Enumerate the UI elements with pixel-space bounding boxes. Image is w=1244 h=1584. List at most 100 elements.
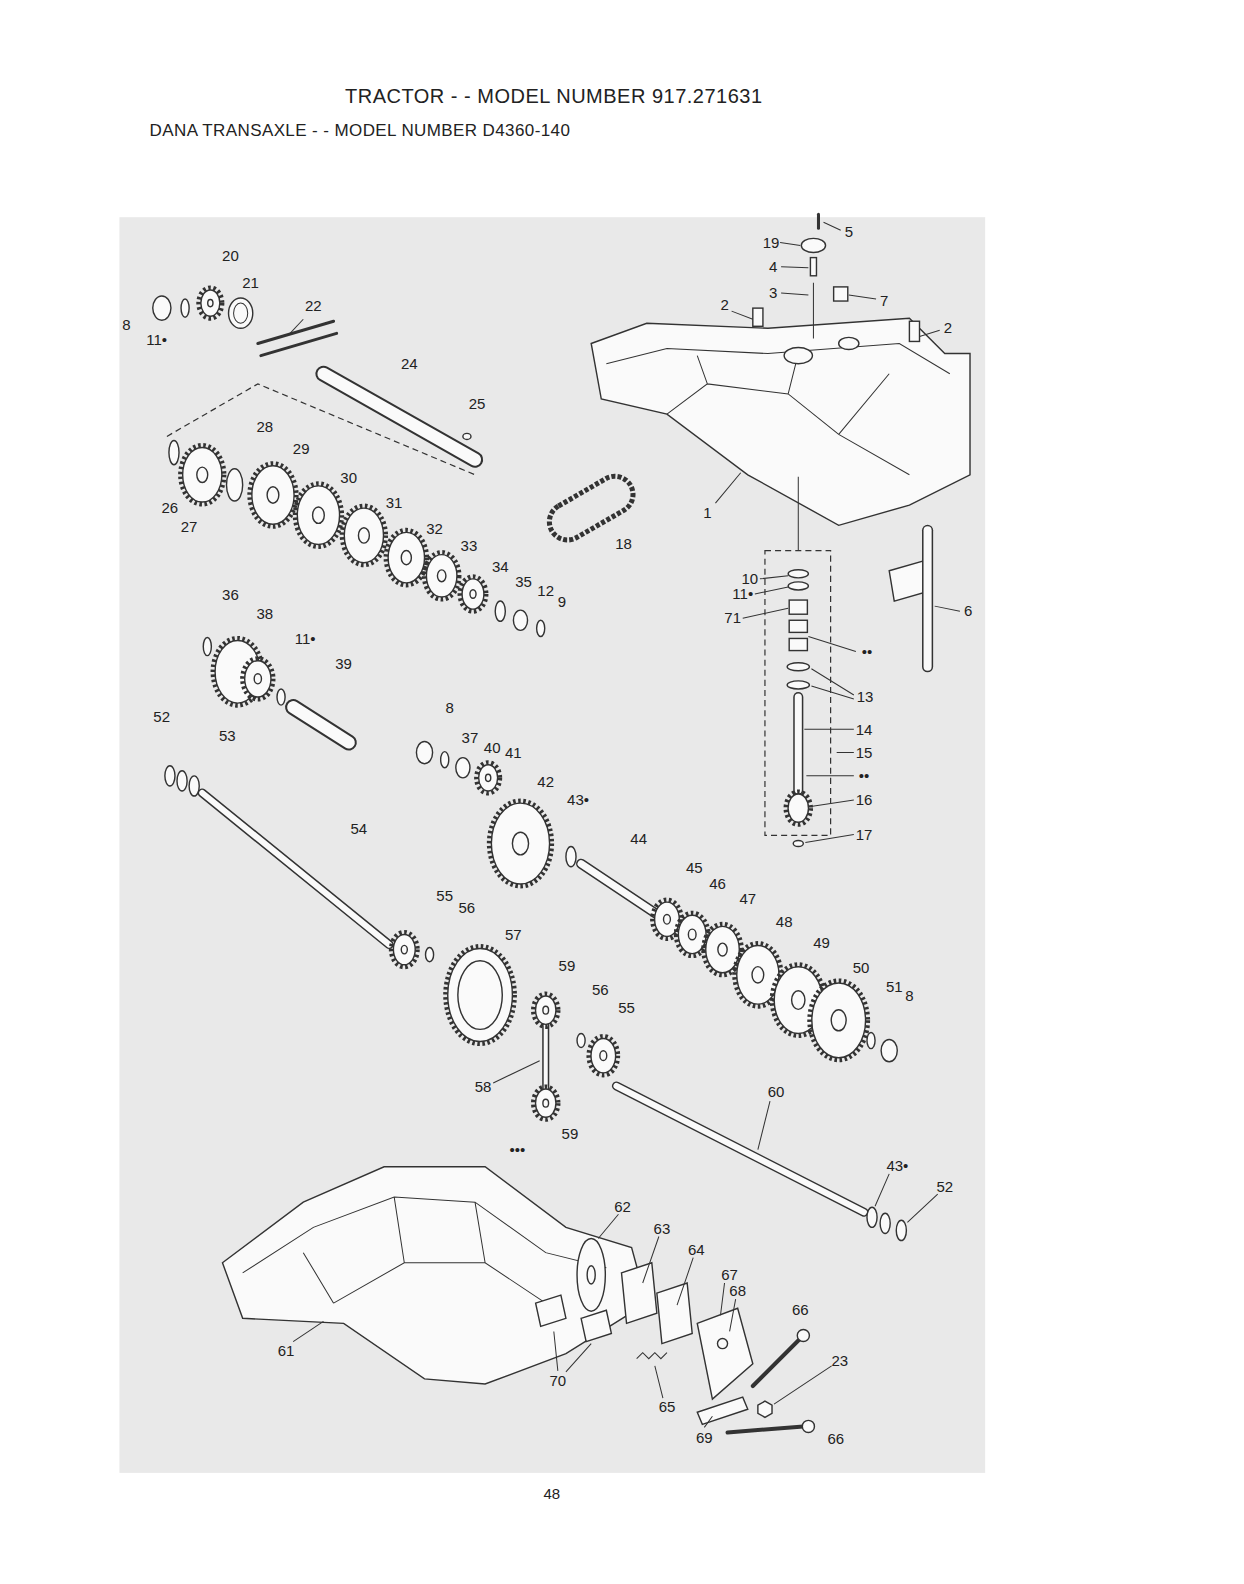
callout-number: 22 <box>305 298 322 315</box>
callout-number: 23 <box>831 1353 848 1370</box>
title-heading: TRACTOR - - MODEL NUMBER 917.271631 <box>345 85 763 107</box>
upper-housing <box>591 318 970 525</box>
callout-number: 55 <box>618 999 635 1016</box>
callout-number: 62 <box>614 1198 631 1215</box>
callout-number: 29 <box>293 440 310 457</box>
callout-number: 59 <box>559 958 576 975</box>
callout-number: 32 <box>426 520 443 537</box>
callout-number: 28 <box>256 419 273 436</box>
callout-number: 66 <box>827 1431 844 1448</box>
callout-number: 5 <box>845 224 853 241</box>
input-pinion-stack <box>743 477 856 847</box>
callout-number: 64 <box>688 1242 705 1259</box>
callout-number: 66 <box>792 1301 809 1318</box>
callout-number: 39 <box>335 656 352 673</box>
callout-number: 67 <box>721 1267 738 1284</box>
callout-number: 56 <box>592 982 609 999</box>
callout-number: 55 <box>436 888 453 905</box>
callout-number: 46 <box>709 876 726 893</box>
callout-number: 42 <box>537 774 554 791</box>
callout-number: 2 <box>944 320 952 337</box>
callout-number: 11• <box>146 331 167 348</box>
callout-number: 34 <box>492 559 509 576</box>
background-panel <box>119 217 985 1473</box>
callout-number: 27 <box>181 518 198 535</box>
callout-number: 30 <box>340 470 357 487</box>
callout-number: 52 <box>937 1179 954 1196</box>
callout-number: ••• <box>510 1142 526 1159</box>
callout-number: 1 <box>703 505 711 522</box>
callout-number: 52 <box>153 709 170 726</box>
bolts <box>753 214 920 341</box>
callout-number: 47 <box>739 891 756 908</box>
differential <box>446 947 618 1120</box>
callout-number: 6 <box>964 603 972 620</box>
callout-number: 21 <box>242 275 259 292</box>
callout-number: 19 <box>763 234 780 251</box>
callout-number: 38 <box>256 606 273 623</box>
callout-number: 65 <box>659 1398 676 1415</box>
callout-number: 61 <box>278 1343 295 1360</box>
callout-number: 63 <box>654 1221 671 1238</box>
callout-number: 49 <box>813 935 830 952</box>
callout-number: 68 <box>729 1283 746 1300</box>
callout-number: 4 <box>769 259 777 276</box>
callout-number: 41 <box>505 745 522 762</box>
callout-number: 70 <box>549 1373 566 1390</box>
callout-number: •• <box>862 644 873 661</box>
callout-number: 45 <box>686 860 703 877</box>
callout-number: 20 <box>222 247 239 264</box>
callout-number: 3 <box>769 285 777 302</box>
callout-number: 58 <box>475 1079 492 1096</box>
callout-number: 2 <box>720 297 728 314</box>
callout-number: 15 <box>856 745 873 762</box>
countershaft <box>416 741 897 1061</box>
callout-number: 51 <box>886 979 903 996</box>
callout-number: 44 <box>630 831 647 848</box>
callout-number: 18 <box>615 535 632 552</box>
callout-number: 48 <box>776 913 793 930</box>
left-axle <box>165 766 434 967</box>
callout-number: 56 <box>459 900 476 917</box>
callout-number: 26 <box>161 500 178 517</box>
callout-number: 13 <box>857 689 874 706</box>
callout-number: 17 <box>856 826 873 843</box>
callout-number: 14 <box>856 721 873 738</box>
brake-shaft <box>889 530 929 666</box>
lower-housing <box>222 1167 646 1384</box>
callout-number: 37 <box>462 729 479 746</box>
callout-number: 60 <box>768 1084 785 1101</box>
gear-stack <box>169 440 545 636</box>
callout-number: 10 <box>741 571 758 588</box>
callout-number: •• <box>859 768 870 785</box>
callout-number: 9 <box>558 594 566 611</box>
page-number: 48 <box>543 1485 560 1502</box>
callout-number: 59 <box>562 1126 579 1143</box>
callout-number: 8 <box>905 988 913 1005</box>
callout-number: 71 <box>724 610 741 627</box>
input-shaft-group <box>153 288 475 475</box>
callout-number: 54 <box>350 820 367 837</box>
callout-number: 12 <box>537 583 554 600</box>
callout-number: 11• <box>732 586 753 603</box>
callout-number: 16 <box>856 792 873 809</box>
callout-number: 8 <box>446 700 454 717</box>
callout-number: 69 <box>696 1430 713 1447</box>
callout-number: 31 <box>386 495 403 512</box>
callout-number: 43• <box>886 1158 908 1175</box>
callout-number: 36 <box>222 587 239 604</box>
callout-number: 25 <box>469 396 486 413</box>
callout-number: 11• <box>295 630 316 647</box>
callout-number: 8 <box>122 317 130 334</box>
right-axle <box>616 1086 937 1241</box>
callout-number: 57 <box>505 927 522 944</box>
callout-number: 50 <box>853 960 870 977</box>
callout-number: 35 <box>515 574 532 591</box>
subtitle-text: DANA TRANSAXLE - - MODEL NUMBER D4360-14… <box>150 122 571 141</box>
callout-number: 7 <box>880 293 888 310</box>
brake-assembly <box>536 1214 832 1432</box>
callout-number: 24 <box>401 356 418 373</box>
callout-number: 33 <box>461 537 478 554</box>
